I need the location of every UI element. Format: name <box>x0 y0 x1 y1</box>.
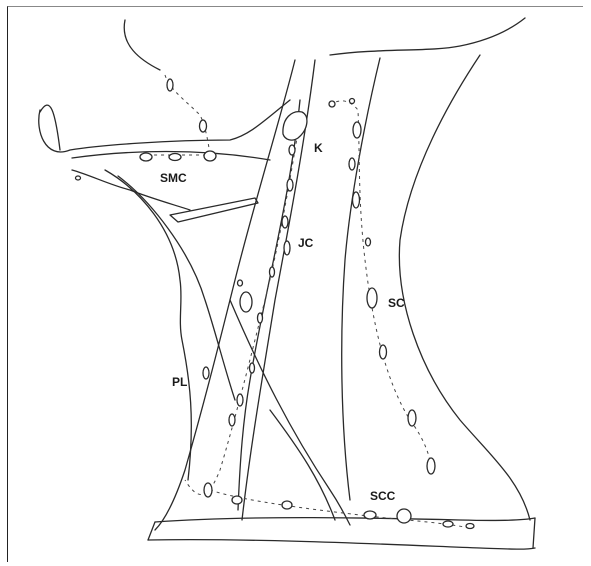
node-scc-3 <box>282 501 292 509</box>
posterior-neck <box>399 55 530 520</box>
clavicle-upper <box>155 518 535 522</box>
node-smc-1 <box>140 153 152 161</box>
label-pl: PL <box>172 375 187 389</box>
node-smc-3 <box>204 151 216 161</box>
label-sc: SC <box>388 296 405 310</box>
label-jc: JC <box>298 236 314 250</box>
node-jc-big <box>240 292 252 312</box>
node-jc-3 <box>282 216 288 228</box>
anterior-neck-inner <box>118 176 235 400</box>
node-scc-5 <box>397 509 411 523</box>
trapezius-front <box>342 58 380 500</box>
node-sc-10 <box>427 458 435 474</box>
node-jc-small <box>238 280 243 286</box>
node-scc-1 <box>204 483 212 497</box>
clavicle-crossing <box>270 410 335 520</box>
node-jc-7 <box>250 363 255 373</box>
chin-line <box>40 105 60 150</box>
base-right <box>533 518 535 548</box>
node-jc-9 <box>229 414 235 426</box>
node-jc-2 <box>287 179 293 191</box>
chain-supraclavicular <box>210 490 470 528</box>
node-scc-4 <box>364 511 376 519</box>
label-smc: SMC <box>160 171 187 185</box>
node-sc-2 <box>350 99 355 104</box>
node-preauricular <box>167 79 173 91</box>
node-parotid <box>200 120 207 132</box>
node-jc-5 <box>270 267 275 277</box>
node-sc-1 <box>329 101 335 107</box>
node-jc-8 <box>237 394 243 406</box>
node-jc-1 <box>289 145 295 155</box>
node-k <box>283 112 307 140</box>
jaw-outline <box>39 100 290 152</box>
skull-outline <box>330 18 525 55</box>
omohyoid <box>230 300 350 525</box>
ear-outline <box>124 20 160 70</box>
hyoid <box>170 198 258 222</box>
node-sc-6 <box>366 238 371 246</box>
node-scc-7 <box>466 524 474 529</box>
node-scc-6 <box>443 521 453 527</box>
node-submental <box>76 176 81 180</box>
clavicle-lower <box>148 540 535 550</box>
anterior-neck <box>105 170 191 480</box>
node-sc-9 <box>408 410 416 426</box>
node-scc-2 <box>232 496 242 504</box>
node-smc-2 <box>169 154 181 161</box>
node-pl <box>203 367 209 379</box>
base-left <box>148 522 155 540</box>
node-sc-4 <box>349 158 355 170</box>
node-sc-5 <box>353 192 360 208</box>
label-scc: SCC <box>370 489 396 503</box>
node-sc-8 <box>380 345 387 359</box>
node-sc-3 <box>353 122 361 138</box>
node-jc-4 <box>284 241 290 255</box>
scm-anterior-border <box>155 60 295 530</box>
node-jc-6 <box>258 313 263 323</box>
node-sc-7 <box>367 288 377 308</box>
label-k: K <box>314 141 323 155</box>
